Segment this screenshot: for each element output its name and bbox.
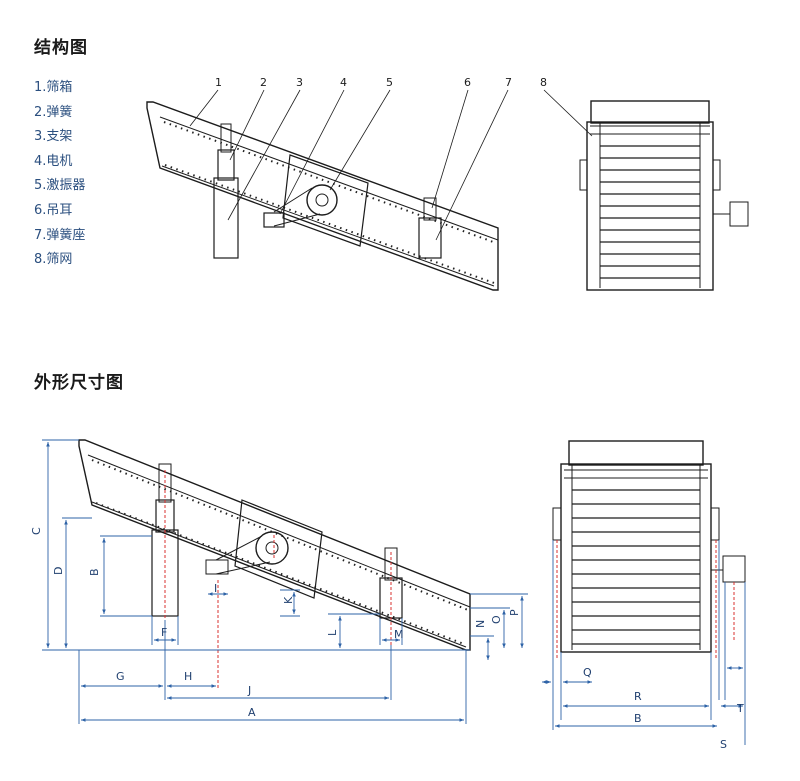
structure-side-view: 1 2 3 4 5 6 7 8 bbox=[146, 76, 593, 291]
dim-label-G: G bbox=[116, 670, 125, 683]
dim-label-T: T bbox=[736, 702, 744, 715]
dim-label-Q: Q bbox=[583, 666, 592, 679]
dim-label-O: O bbox=[490, 615, 503, 624]
dim-label-S: S bbox=[720, 738, 727, 751]
callout-5: 5 bbox=[386, 76, 393, 89]
dim-label-I: I bbox=[214, 582, 217, 595]
dim-label-P: P bbox=[508, 609, 521, 616]
callout-6: 6 bbox=[464, 76, 471, 89]
structure-title: 结构图 bbox=[34, 38, 88, 58]
dimension-deck-lines bbox=[572, 489, 700, 645]
legend-item-7: 7.弹簧座 bbox=[34, 227, 86, 243]
dim-label-J: J bbox=[247, 684, 251, 697]
parts-legend: 1.筛箱 2.弹簧 3.支架 4.电机 5.激振器 6.吊耳 7.弹簧座 8.筛… bbox=[34, 76, 85, 273]
dim-label-B-end: B bbox=[634, 712, 642, 725]
legend-item-4: 4.电机 bbox=[34, 153, 73, 169]
dim-label-N: N bbox=[474, 620, 487, 628]
legend-item-6: 6.吊耳 bbox=[34, 202, 73, 218]
dimensions-title: 外形尺寸图 bbox=[34, 373, 124, 393]
dimension-end-view bbox=[552, 440, 746, 660]
callout-3: 3 bbox=[296, 76, 303, 89]
callout-1: 1 bbox=[215, 76, 222, 89]
callout-7: 7 bbox=[505, 76, 512, 89]
dim-label-K: K bbox=[282, 596, 295, 604]
legend-item-5: 5.激振器 bbox=[34, 178, 86, 194]
dim-label-D: D bbox=[52, 567, 65, 575]
legend-item-3: 3.支架 bbox=[34, 129, 73, 145]
dimension-labels-side: C D B F G H I J A K L M N O P bbox=[30, 527, 521, 719]
dimension-lines-side bbox=[42, 439, 528, 724]
legend-item-8: 8.筛网 bbox=[34, 252, 73, 268]
dim-label-M: M bbox=[394, 628, 404, 641]
dim-label-A: A bbox=[248, 706, 256, 719]
dimension-labels-end: Q R B T S bbox=[583, 666, 744, 751]
dim-label-H: H bbox=[184, 670, 192, 683]
callout-4: 4 bbox=[340, 76, 347, 89]
callout-leaders bbox=[189, 89, 593, 241]
dim-label-L: L bbox=[326, 629, 339, 636]
dimension-side-view bbox=[78, 439, 471, 688]
legend-item-2: 2.弹簧 bbox=[34, 104, 73, 120]
dim-label-R: R bbox=[634, 690, 642, 703]
callout-2: 2 bbox=[260, 76, 267, 89]
screen-deck-lines bbox=[600, 145, 700, 279]
dim-label-C: C bbox=[30, 527, 43, 535]
legend-item-1: 1.筛箱 bbox=[34, 80, 73, 95]
callout-8: 8 bbox=[540, 76, 547, 89]
structure-end-view bbox=[579, 100, 749, 291]
dim-label-F: F bbox=[161, 626, 167, 639]
dim-label-B-side: B bbox=[88, 568, 101, 576]
dimension-lines-end bbox=[542, 540, 746, 745]
